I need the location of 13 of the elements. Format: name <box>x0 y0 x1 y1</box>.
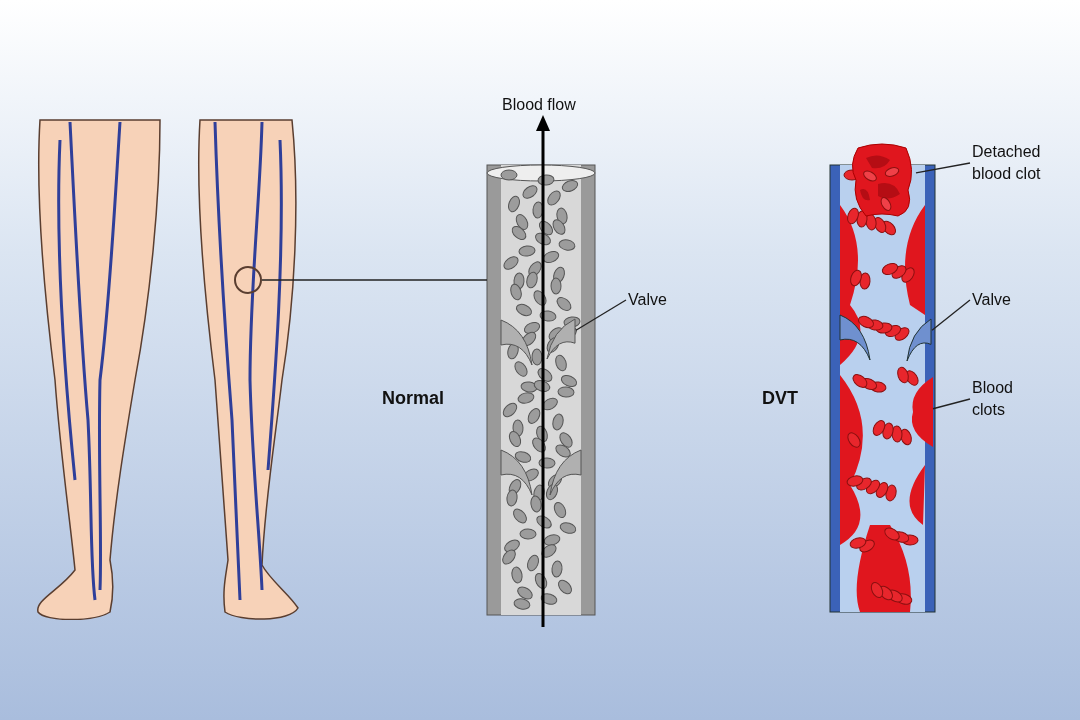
panel-label: DVT <box>762 387 798 409</box>
callout-label: Valve <box>972 289 1022 311</box>
direction-label: Blood flow <box>502 95 576 115</box>
panel-label: Normal <box>382 387 444 409</box>
leader-line <box>932 398 971 410</box>
leader-line <box>931 299 971 331</box>
callout-label: Blood clots <box>972 377 1032 421</box>
callout-label: Detached blood clot <box>972 141 1072 185</box>
connector-line <box>261 279 488 281</box>
callout-label: Valve <box>628 289 678 311</box>
leg-circle-marker <box>234 266 262 294</box>
leader-line <box>915 162 971 174</box>
leader-line <box>575 299 627 331</box>
